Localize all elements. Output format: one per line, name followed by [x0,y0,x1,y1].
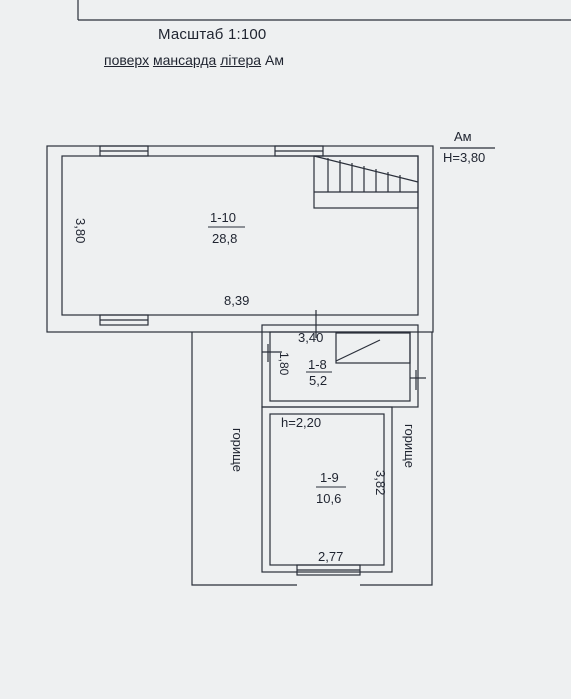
main-room-width: 8,39 [224,293,249,308]
attic-boundary [191,332,297,586]
subtitle-letter-word: літера [220,52,262,68]
stair-top-steps [314,158,418,193]
hall-number: 1-8 [308,357,327,372]
room-number: 1-9 [320,470,339,485]
attic-boundary-right [360,332,433,586]
subtitle-floor-word: поверх [104,52,150,68]
subtitle-mansard-word: мансарда [152,52,217,68]
attic-label-left: горище [230,428,245,472]
stair-top [313,155,419,209]
scale-title: Масштаб 1:100 [158,26,267,43]
main-room-outer-wall [46,145,434,333]
floor-subtitle: поверх мансарда літера Ам [104,52,284,68]
room-inner-wall [269,413,385,566]
main-room-depth: 3,80 [73,218,88,243]
room-wall [261,406,393,573]
main-room-inner-wall [61,155,419,316]
main-room-number: 1-10 [210,210,236,225]
stair-top-arrow [313,155,419,183]
attic-label-right: горище [402,424,417,468]
legend-letter: Ам [454,129,472,144]
hall-width: 3,40 [298,330,323,345]
hall-area: 5,2 [309,373,327,388]
room-height: h=2,20 [281,415,321,430]
main-room-area: 28,8 [212,231,237,246]
room-depth: 3,82 [373,470,388,495]
room-width: 2,77 [318,549,343,564]
room-area: 10,6 [316,491,341,506]
stair-hall [335,332,411,364]
subtitle-letter-code: Ам [265,52,284,68]
hall-depth: 1,80 [277,352,291,376]
legend-height: Н=3,80 [443,150,485,165]
hall-inner-wall [269,331,411,402]
stair-hall-arrow [335,339,381,362]
